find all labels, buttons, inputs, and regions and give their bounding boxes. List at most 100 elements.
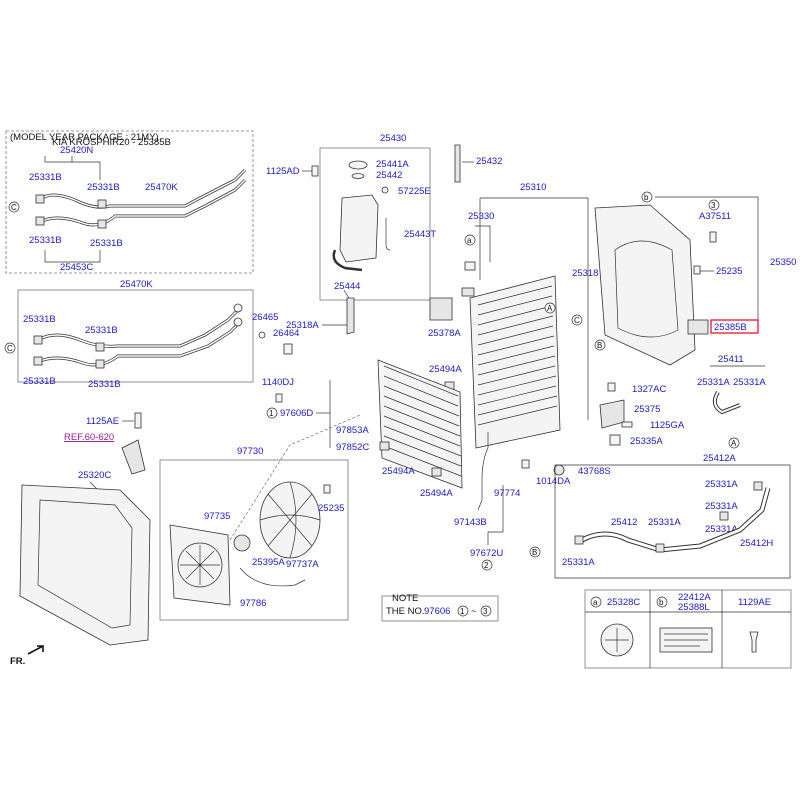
label-43768S[interactable]: 43768S: [578, 466, 611, 477]
label-25350[interactable]: 25350: [770, 257, 796, 268]
radiator-fins: [477, 285, 558, 426]
legend-table: [584, 589, 792, 669]
label-25331B[interactable]: 25331B: [29, 172, 62, 183]
label-97853A[interactable]: 97853A: [336, 425, 369, 436]
label-25235[interactable]: 25235: [716, 266, 742, 277]
label-25331B[interactable]: 25331B: [90, 238, 123, 249]
label-26464[interactable]: 26464: [273, 328, 299, 339]
label-1125AE[interactable]: 1125AE: [86, 416, 119, 427]
label-25412A[interactable]: 25412A: [703, 453, 736, 464]
label-25444[interactable]: 25444: [334, 281, 360, 292]
label-97730[interactable]: 97730: [237, 446, 263, 457]
label-25331B[interactable]: 25331B: [85, 325, 118, 336]
model-year-sub: KIA KROSPHIR20 - 25385B: [52, 137, 171, 148]
label-25494A[interactable]: 25494A: [429, 364, 462, 375]
label-25318[interactable]: 25318: [572, 268, 598, 279]
label-25331A[interactable]: 25331A: [705, 524, 738, 535]
label-97735[interactable]: 97735: [204, 511, 230, 522]
label-1125GA[interactable]: 1125GA: [650, 420, 685, 431]
condenser-fins: [383, 365, 462, 477]
fan-motor-connector: [687, 319, 709, 335]
callout-1-circle: [266, 407, 278, 419]
note-number[interactable]: 97606: [424, 606, 450, 617]
label-25385B[interactable]: 25385B: [714, 322, 747, 333]
label-97737A[interactable]: 97737A: [286, 559, 319, 570]
label-25331B[interactable]: 25331B: [29, 235, 62, 246]
label-1140DJ[interactable]: 1140DJ: [262, 377, 294, 388]
note-circle-1: [457, 605, 469, 617]
fan-motor: [233, 534, 251, 552]
label-25470K[interactable]: 25470K: [145, 182, 178, 193]
label-25430[interactable]: 25430: [380, 133, 406, 144]
label-25411[interactable]: 25411: [718, 354, 744, 365]
label-25331B[interactable]: 25331B: [87, 182, 120, 193]
label-1014DA[interactable]: 1014DA: [536, 476, 571, 487]
callout-2: 2: [484, 561, 489, 570]
callout-b-circle: [641, 191, 653, 203]
callout-A-circle: [728, 437, 740, 449]
label-25412[interactable]: 25412: [611, 517, 637, 528]
label-25494A[interactable]: 25494A: [420, 488, 453, 499]
screw-1129AE: [749, 631, 759, 653]
label-97774[interactable]: 97774: [494, 488, 520, 499]
label-25331A[interactable]: 25331A: [648, 517, 681, 528]
front-direction-label: FR.: [10, 656, 25, 667]
label-25320C[interactable]: 25320C: [78, 470, 111, 481]
label-25310[interactable]: 25310: [520, 182, 546, 193]
cap-seal: [351, 173, 365, 179]
label-97143B[interactable]: 97143B: [454, 517, 487, 528]
legend-25388L[interactable]: 25388L: [678, 602, 710, 613]
label-25335A[interactable]: 25335A: [630, 436, 663, 447]
label-26465[interactable]: 26465: [252, 312, 278, 323]
label-25470K[interactable]: 25470K: [120, 279, 153, 290]
label-25412H[interactable]: 25412H: [740, 538, 773, 549]
callout-b: b: [644, 193, 649, 202]
label-25443T[interactable]: 25443T: [404, 229, 436, 240]
label-25442[interactable]: 25442: [376, 170, 402, 181]
label-25375[interactable]: 25375: [634, 404, 660, 415]
label-A37511[interactable]: A37511: [699, 211, 731, 222]
legend-22412A[interactable]: 22412A: [678, 592, 711, 603]
callout-C-circle: [8, 201, 20, 213]
legend-1129AE[interactable]: 1129AE: [738, 597, 771, 608]
hose-clamp: [655, 543, 665, 553]
label-25330[interactable]: 25330: [468, 211, 494, 222]
label-25235[interactable]: 25235: [318, 503, 344, 514]
fan-ring: [177, 542, 223, 588]
label-25331B[interactable]: 25331B: [88, 379, 121, 390]
callout-C: C: [7, 344, 13, 353]
hose-25411-inner: [713, 391, 741, 414]
legend-25328C[interactable]: 25328C: [607, 597, 640, 608]
label-25331B[interactable]: 25331B: [23, 376, 56, 387]
label-25331A[interactable]: 25331A: [562, 557, 595, 568]
label-25378A[interactable]: 25378A: [428, 328, 461, 339]
label-25432[interactable]: 25432: [476, 156, 502, 167]
label-25331A[interactable]: 25331A: [697, 377, 730, 388]
label-25331A[interactable]: 25331A: [705, 479, 738, 490]
label-25395A[interactable]: 25395A: [252, 557, 285, 568]
label-57225E[interactable]: 57225E: [398, 186, 431, 197]
label-97786[interactable]: 97786: [240, 598, 266, 609]
label-97852C[interactable]: 97852C: [336, 442, 369, 453]
legend-grid: [585, 590, 791, 668]
label-25494A[interactable]: 25494A: [382, 466, 415, 477]
radiator-bracket-line: [480, 197, 589, 420]
label-25318A[interactable]: 25318A: [286, 320, 319, 331]
callout-B: B: [532, 548, 537, 557]
model-year-package-box: [5, 130, 254, 274]
label-97606D[interactable]: 97606D: [280, 408, 313, 419]
label-25331A[interactable]: 25331A: [705, 501, 738, 512]
label-1125AD[interactable]: 1125AD: [266, 166, 300, 177]
hose-clamp: [97, 219, 107, 229]
note-start: 1: [460, 607, 465, 616]
callout-B: B: [597, 341, 602, 350]
label-25441A[interactable]: 25441A: [376, 159, 409, 170]
label-97672U[interactable]: 97672U: [470, 548, 503, 559]
label-25420N[interactable]: 25420N: [60, 145, 93, 156]
leader: [44, 250, 101, 263]
label-25331B[interactable]: 25331B: [23, 314, 56, 325]
reference-link[interactable]: REF.60-620: [64, 432, 114, 443]
label-25331A[interactable]: 25331A: [733, 377, 766, 388]
label-1327AC[interactable]: 1327AC: [632, 384, 666, 395]
label-25453C[interactable]: 25453C: [60, 262, 93, 273]
